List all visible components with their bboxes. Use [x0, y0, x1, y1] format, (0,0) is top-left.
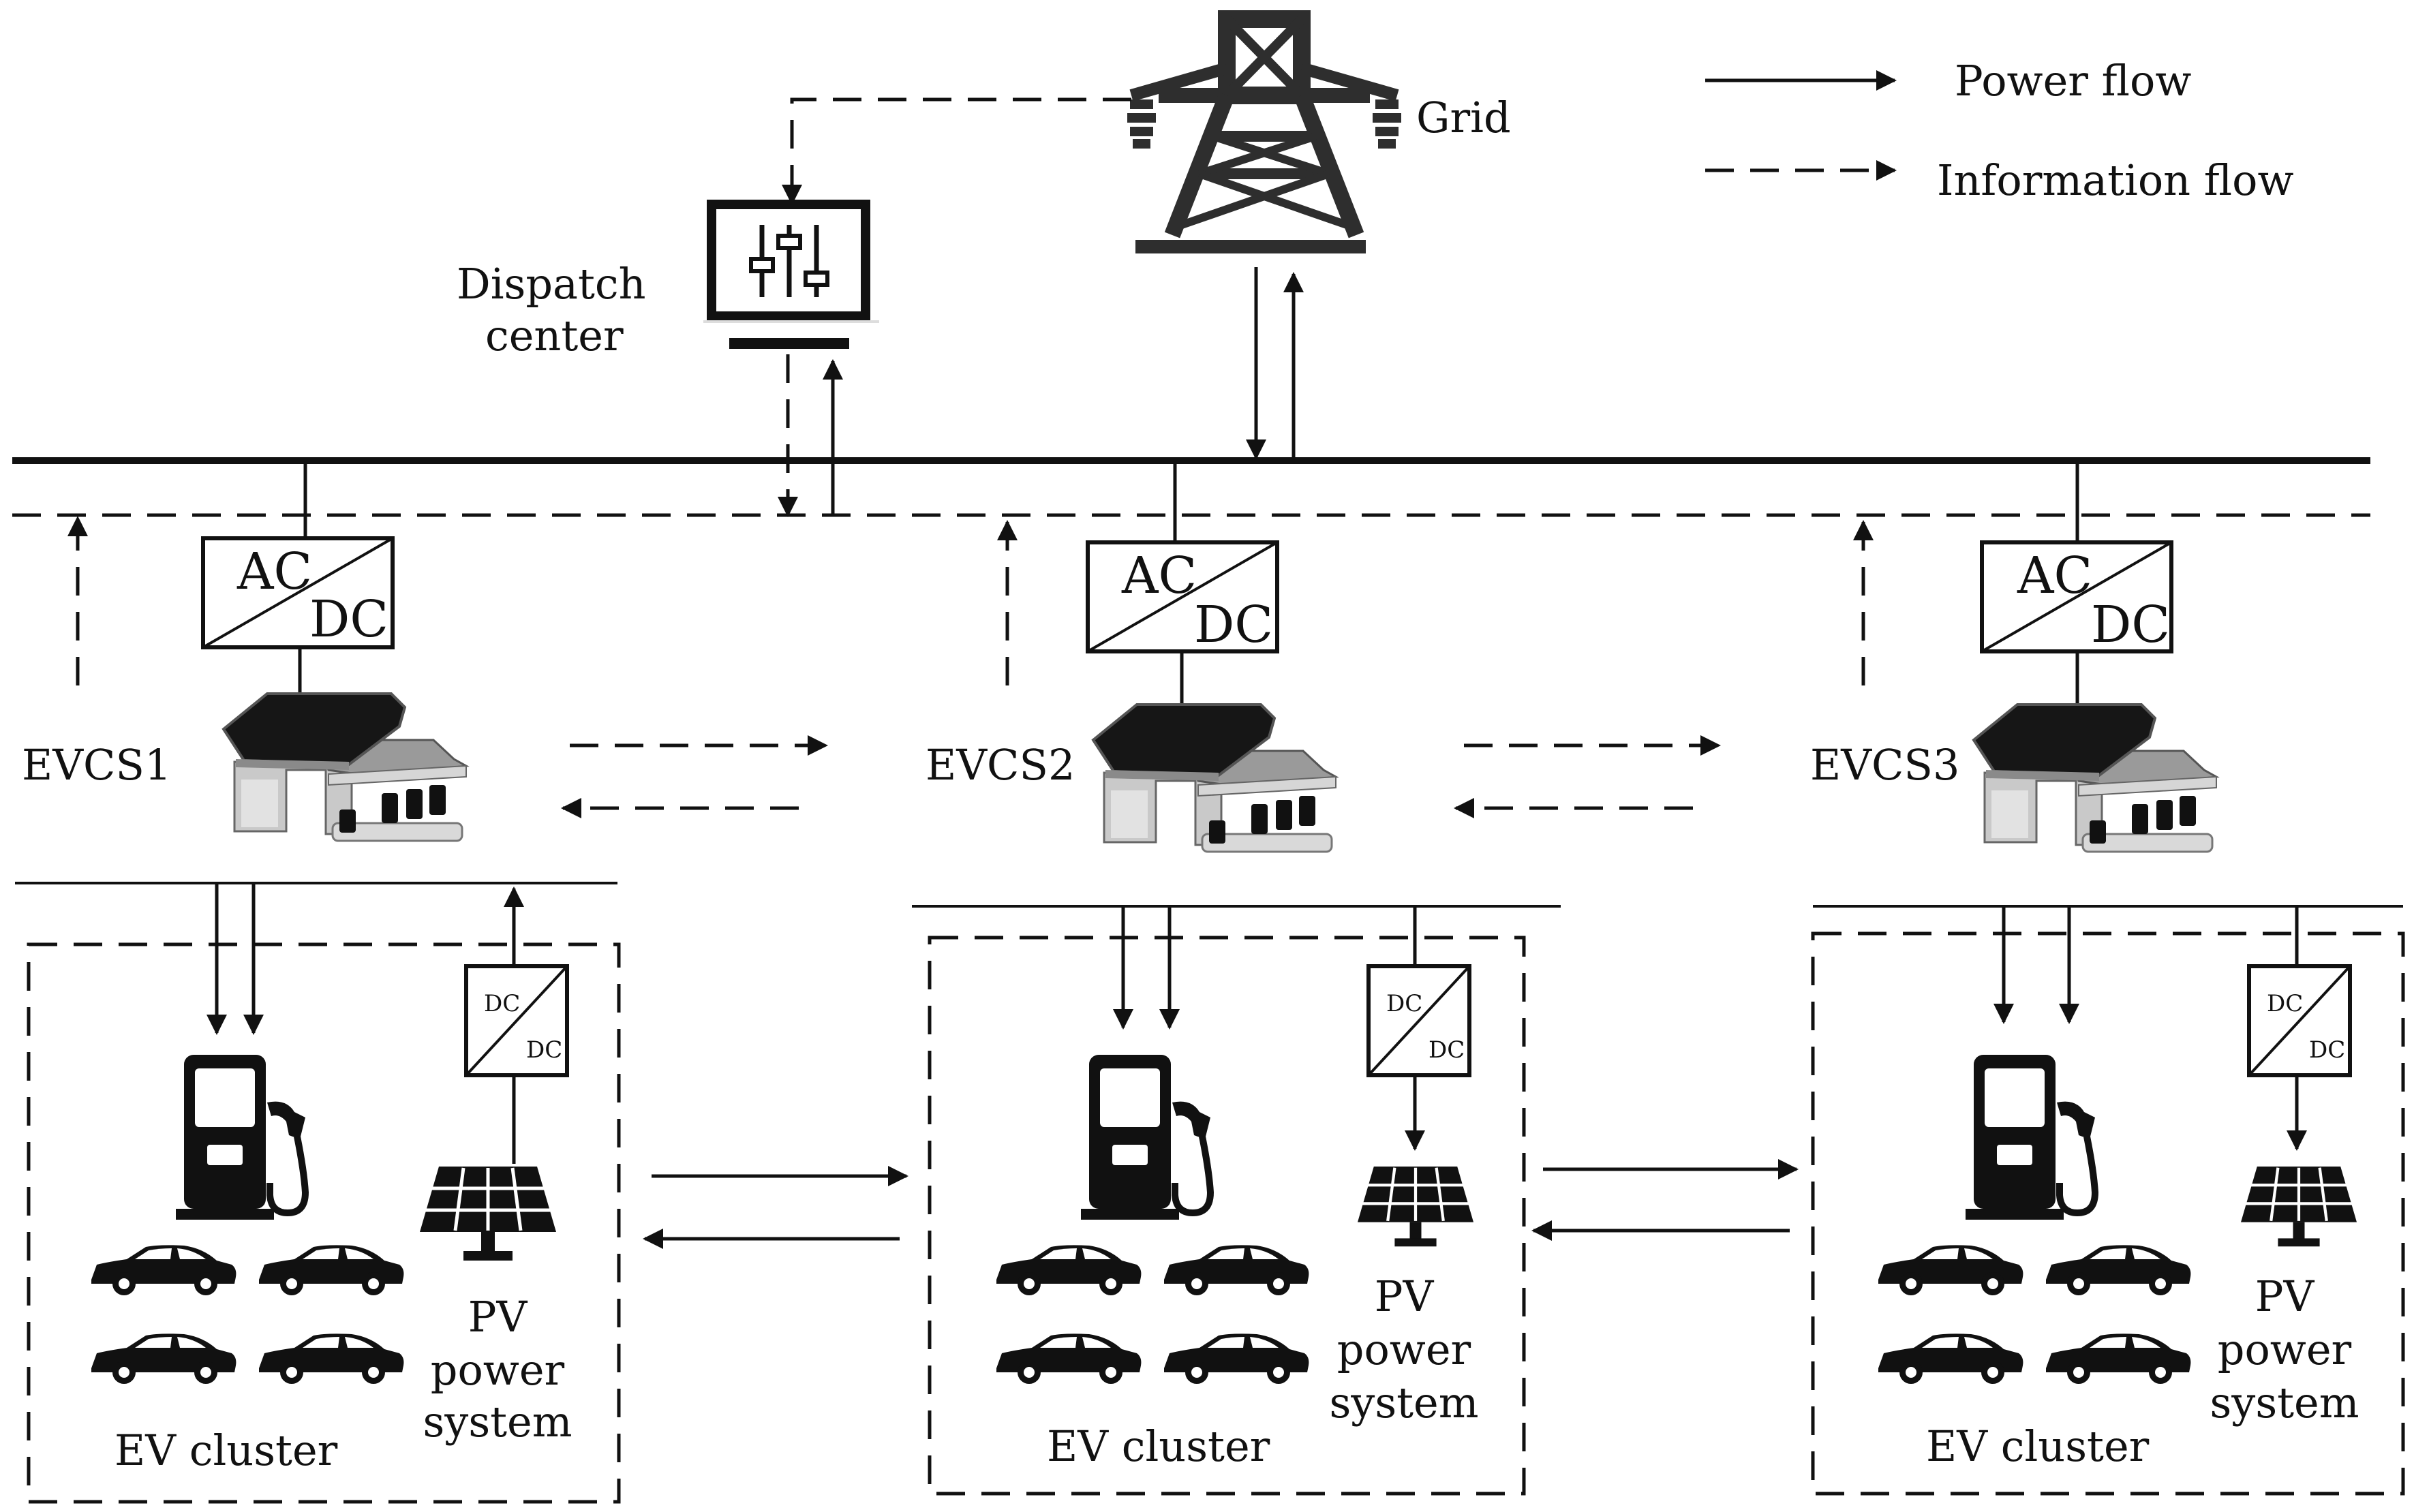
information-flow-legend-label: Information flow — [1937, 155, 2294, 205]
charging-station-building-icon — [1092, 703, 1337, 853]
car-icon — [259, 1245, 404, 1295]
pv-label-line2: power — [2218, 1325, 2352, 1374]
pv-label-line3: system — [2210, 1378, 2359, 1428]
station-1: AC DC EVCS1 DC DC EV cluster PV power sy… — [15, 461, 621, 1504]
ev-cluster-box — [27, 942, 621, 1504]
transmission-tower-icon — [1127, 10, 1401, 253]
station-3: AC DC EVCS3 DC DC EV cluster PV power sy… — [1810, 461, 2405, 1496]
pv-label-line2: power — [431, 1345, 565, 1395]
ev-cluster-label: EV cluster — [114, 1425, 338, 1475]
charging-station-building-icon — [1972, 703, 2218, 853]
solar-panel-icon — [1358, 1167, 1473, 1246]
charging-station-building-icon — [222, 692, 468, 842]
car-icon — [91, 1333, 236, 1384]
pv-label-line1: PV — [2255, 1271, 2315, 1321]
pv-label-line3: system — [423, 1397, 572, 1447]
car-icon — [259, 1333, 404, 1384]
dcdc-top-label: DC — [1386, 990, 1422, 1017]
dcdc-top-label: DC — [2267, 990, 2303, 1017]
ev-cluster-label: EV cluster — [1047, 1421, 1270, 1471]
grid-to-dispatch-info-line — [782, 97, 1131, 205]
acdc-dc-label: DC — [1194, 596, 1273, 654]
legend: Power flow Information flow — [1705, 56, 2294, 205]
ev-cluster-box — [928, 936, 1526, 1496]
charger-pump-icon — [176, 1055, 305, 1220]
station-name: EVCS3 — [1810, 740, 1959, 790]
car-icon — [1164, 1333, 1309, 1384]
grid-label: Grid — [1416, 93, 1511, 142]
ev-cluster-label: EV cluster — [1926, 1421, 2150, 1471]
acdc-dc-label: DC — [2091, 596, 2170, 654]
pv-label-line3: system — [1329, 1378, 1478, 1428]
car-icon — [1878, 1245, 2023, 1295]
dispatch-monitor-icon — [703, 200, 879, 349]
acdc-dc-label: DC — [309, 590, 388, 649]
station-2: AC DC EVCS2 DC DC EV cluster PV power sy… — [912, 461, 1561, 1496]
dcdc-bottom-label: DC — [1428, 1036, 1465, 1064]
dispatch-label-line2: center — [485, 311, 624, 360]
station-name: EVCS2 — [926, 740, 1075, 790]
car-icon — [1878, 1333, 2023, 1384]
dcdc-top-label: DC — [484, 990, 520, 1017]
pv-label-line1: PV — [1375, 1271, 1435, 1321]
car-icon — [2046, 1245, 2191, 1295]
acdc-ac-label: AC — [1121, 546, 1197, 605]
car-icon — [2046, 1333, 2191, 1384]
solar-panel-icon — [2241, 1167, 2357, 1246]
pv-label-line1: PV — [468, 1292, 528, 1342]
dcdc-bottom-label: DC — [526, 1036, 562, 1064]
charger-pump-icon — [1081, 1055, 1210, 1220]
charger-pump-icon — [1966, 1055, 2095, 1220]
acdc-ac-label: AC — [236, 542, 312, 601]
car-icon — [91, 1245, 236, 1295]
solar-panel-icon — [420, 1167, 556, 1261]
dispatch-label-line1: Dispatch — [457, 259, 646, 309]
power-flow-legend-label: Power flow — [1955, 56, 2191, 106]
acdc-ac-label: AC — [2017, 546, 2092, 605]
car-icon — [996, 1245, 1142, 1295]
station-name: EVCS1 — [22, 740, 171, 790]
pv-label-line2: power — [1337, 1325, 1471, 1374]
car-icon — [996, 1333, 1142, 1384]
car-icon — [1164, 1245, 1309, 1295]
dcdc-bottom-label: DC — [2309, 1036, 2345, 1064]
ev-cluster-box — [1811, 931, 2405, 1496]
inter-station-flows — [561, 735, 1799, 1249]
